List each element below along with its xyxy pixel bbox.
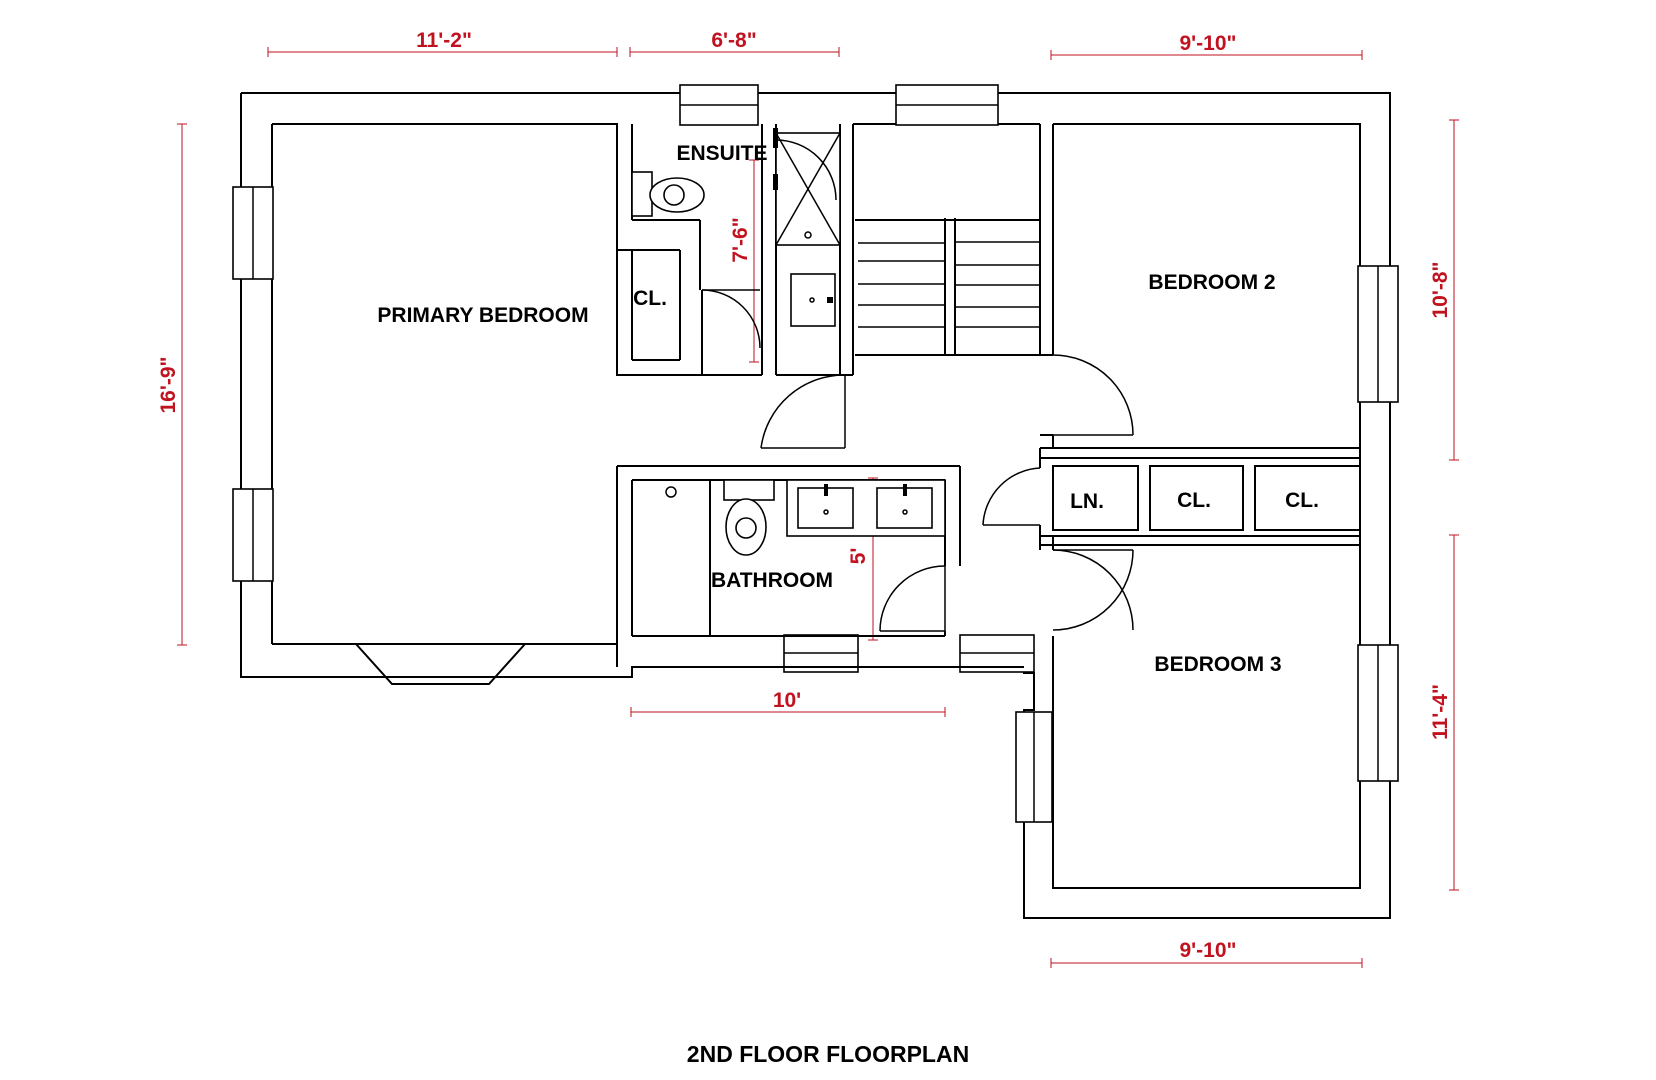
dim-left-height: 16'-9" (157, 357, 180, 414)
room-label-closet-b3: CL. (1285, 489, 1319, 512)
dim-bottom-bedroom3: 9'-10" (1180, 939, 1237, 962)
room-label-closet-primary: CL. (633, 287, 667, 310)
hall-doors (760, 354, 1360, 632)
room-labels: PRIMARY BEDROOM ENSUITE CL. BEDROOM 2 BE… (377, 142, 1319, 676)
dim-top-primary: 11'-2" (416, 29, 472, 52)
dimension-lines (177, 47, 1459, 968)
dim-bathroom-height: 5' (847, 548, 870, 565)
room-label-ensuite: ENSUITE (676, 142, 767, 165)
room-label-primary-bedroom: PRIMARY BEDROOM (377, 304, 588, 327)
bathroom-fixtures (616, 465, 1024, 668)
room-label-linen: LN. (1070, 490, 1104, 513)
dimension-labels: 11'-2" 6'-8" 9'-10" 16'-9" 10'-8" 11'-4"… (157, 29, 1452, 962)
room-label-closet-b2: CL. (1177, 489, 1211, 512)
dim-ensuite-height: 7'-6" (729, 217, 752, 262)
windows (232, 84, 1399, 823)
room-label-bedroom-2: BEDROOM 2 (1148, 271, 1275, 294)
dim-bathroom-width: 10' (773, 689, 801, 712)
floorplan-title: 2ND FLOOR FLOORPLAN (687, 1041, 969, 1067)
dim-right-bedroom3: 11'-4" (1429, 684, 1452, 740)
dim-top-ensuite: 6'-8" (711, 29, 756, 52)
room-label-bedroom-3: BEDROOM 3 (1154, 653, 1281, 676)
ensuite-fixtures (617, 124, 854, 376)
room-label-bathroom: BATHROOM (711, 569, 833, 592)
bay-window (355, 643, 526, 685)
dim-right-bedroom2: 10'-8" (1429, 262, 1452, 319)
stairs (855, 218, 1040, 356)
closets (1040, 457, 1361, 537)
dim-top-bedroom2: 9'-10" (1180, 32, 1237, 55)
